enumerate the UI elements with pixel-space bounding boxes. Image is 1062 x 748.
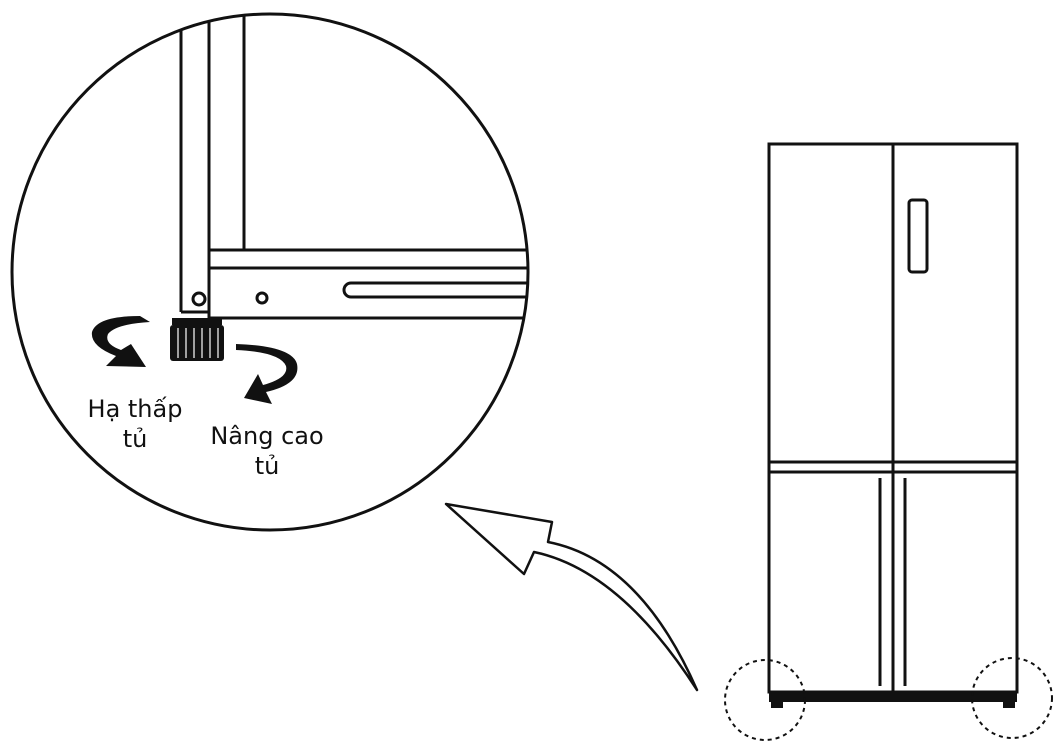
left-foot [771,702,783,708]
lower-cabinet-label: Hạ thấp tủ [70,394,200,454]
door-handle [907,198,929,274]
post-screw-icon [191,291,207,307]
left-foot-highlight [724,659,806,741]
refrigerator [767,142,1019,694]
base-rail [207,248,528,320]
lower-label-line1: Hạ thấp [87,395,183,423]
lower-label-line2: tủ [122,425,148,453]
rail-screw-icon [255,291,269,305]
rail-slot [342,281,528,299]
right-foot-highlight [971,657,1053,739]
raise-label-line2: tủ [254,452,280,480]
raise-cabinet-label: Nâng cao tủ [192,421,342,481]
zoom-detail [10,12,530,532]
curved-callout-arrow-icon [444,502,699,692]
clockwise-rotation-arrow-icon [236,344,298,404]
refrigerator-base [769,692,1017,702]
raise-label-line1: Nâng cao [210,422,324,450]
cabinet-frame-post [179,14,246,314]
zoom-circle [10,12,530,532]
right-foot [1003,702,1015,708]
leveling-foot [170,318,224,361]
counterclockwise-rotation-arrow-icon [91,316,150,367]
